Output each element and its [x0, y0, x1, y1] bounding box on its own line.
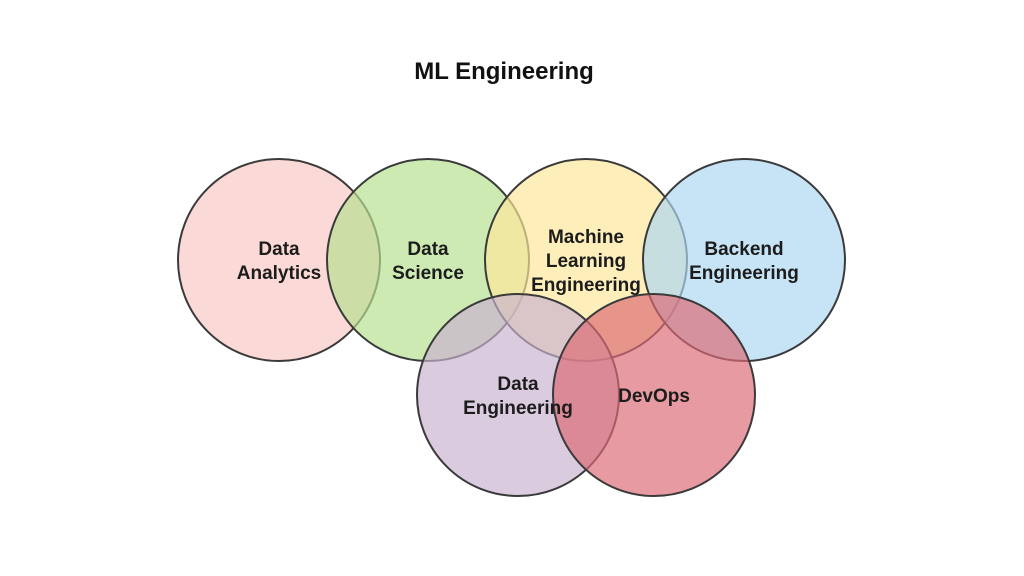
- label-line: Machine: [548, 227, 624, 248]
- label-line: Science: [392, 263, 464, 284]
- label-line: Engineering: [531, 275, 641, 296]
- label-devops: DevOps: [618, 386, 690, 407]
- label-line: Engineering: [689, 263, 799, 284]
- label-line: Learning: [546, 251, 626, 272]
- label-line: Data: [258, 239, 300, 260]
- label-line: Engineering: [463, 398, 573, 419]
- label-line: Analytics: [237, 263, 321, 284]
- circle-devops: [552, 293, 756, 497]
- label-line: Backend: [704, 239, 783, 260]
- label-line: Data: [497, 374, 539, 395]
- label-line: DevOps: [618, 386, 690, 407]
- circle-layer: [177, 158, 846, 497]
- label-line: Data: [407, 239, 449, 260]
- diagram-title: ML Engineering: [414, 58, 594, 85]
